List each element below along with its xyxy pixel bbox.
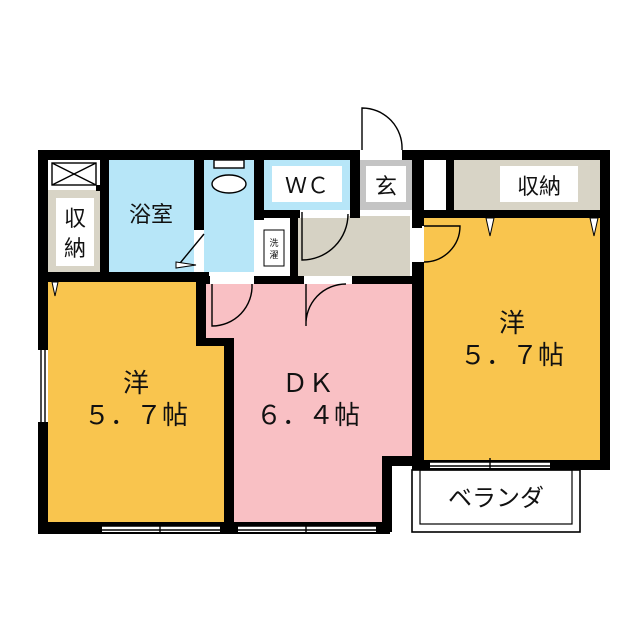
bath-door-marks (175, 261, 197, 269)
entrance-label-box (366, 166, 406, 202)
cabinet-x-icon (51, 162, 97, 186)
storage-top-label: 収納 (517, 175, 561, 200)
door-openings (38, 150, 550, 532)
balcony-label: ベランダ (448, 484, 544, 512)
dk-label-line1: ＤＫ (282, 369, 334, 399)
storage-left-label-line2: 納 (64, 237, 86, 262)
wc-label: ＷＣ (285, 174, 329, 199)
western-right-label-line2: ５．７帖 (460, 341, 564, 371)
door-swings (175, 107, 461, 327)
wc-label-box (272, 166, 342, 202)
storage-left-label-box (56, 198, 94, 266)
entrance-label: 玄 (375, 175, 397, 200)
western-left-area (48, 282, 224, 522)
dk-area (206, 282, 412, 522)
western-left-label-line2: ５．７帖 (84, 401, 188, 431)
laundry-box (263, 229, 285, 267)
bath-area (109, 160, 194, 272)
toilet-icon (211, 159, 247, 194)
window-marks (40, 350, 550, 534)
balcony (411, 469, 581, 533)
storage-door-ticks (51, 217, 599, 297)
bath-label: 浴室 (129, 203, 173, 228)
dk-label-line2: ６．４帖 (256, 401, 360, 431)
laundry-label-line1: 洗 (269, 237, 278, 249)
western-right-area (424, 218, 600, 464)
laundry-label-line2: 濯 (269, 250, 278, 261)
hall-area (298, 216, 410, 276)
western-left-label-line1: 洋 (123, 369, 149, 399)
storage-left-label-line1: 収 (64, 207, 86, 232)
western-right-label-line1: 洋 (499, 309, 525, 339)
storage-top-label-box (500, 166, 578, 202)
